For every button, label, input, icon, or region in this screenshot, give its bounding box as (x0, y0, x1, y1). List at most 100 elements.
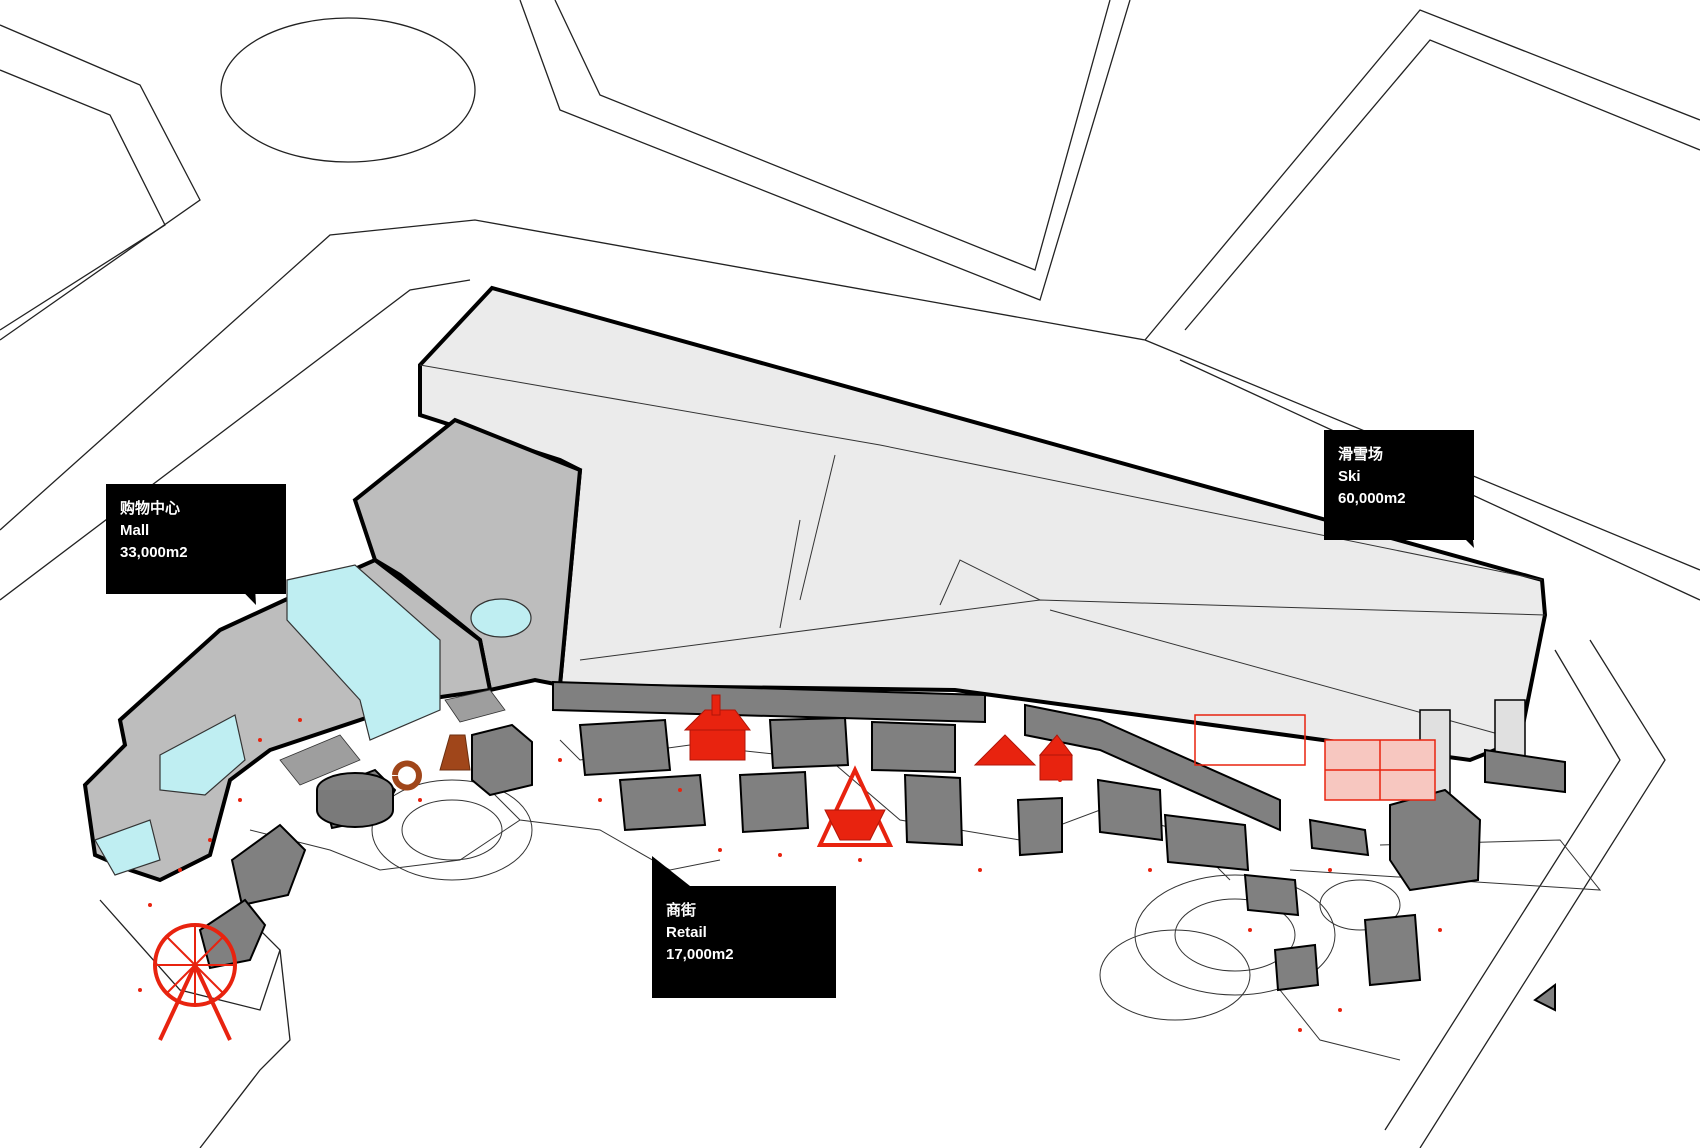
ski-crease-5 (939, 559, 1041, 606)
right-plaza-circle-outer (1134, 874, 1336, 996)
retail-block-p (1273, 943, 1320, 992)
ferris-wheel (153, 923, 237, 1041)
ski-crease-4 (779, 519, 801, 629)
person (258, 738, 262, 742)
retail-label-en: Retail (666, 924, 707, 941)
retail-block-o (1363, 913, 1422, 987)
person (1438, 928, 1442, 932)
retail-block-j (1163, 813, 1250, 872)
carousel-2-base (1039, 754, 1073, 781)
terrace-2 (444, 689, 506, 723)
retail-block-i (1096, 778, 1164, 842)
road-edge-left-upper (0, 219, 1146, 531)
site-boundary-right (1384, 649, 1621, 1131)
sports-court (1324, 739, 1436, 801)
retail-street-edge-2 (489, 789, 721, 871)
retail-block-k (1243, 873, 1300, 917)
playground-area (1194, 714, 1306, 766)
person (418, 798, 422, 802)
road-block-top-middle (519, 0, 1131, 301)
tent-1-shape (973, 734, 1037, 766)
person (1338, 1008, 1342, 1012)
swing-ride-frame (816, 765, 894, 847)
retail-block-l (1308, 818, 1370, 857)
retail-block-f (871, 720, 956, 774)
retail-label-area: 17,000m2 (666, 946, 734, 963)
tent-1 (973, 734, 1037, 766)
fountain-circle (1099, 929, 1251, 1021)
retail-block-n (1484, 748, 1566, 794)
retail-callout-tail (652, 856, 690, 886)
crowd (138, 718, 1442, 1032)
mall-glass-atrium (94, 564, 532, 876)
glass-dome (470, 598, 532, 638)
mall-label-area: 33,000m2 (120, 544, 188, 561)
road-block-top-left-outer (0, 24, 201, 341)
glass-atrium-corner (94, 819, 161, 876)
glass-atrium-small (159, 714, 246, 796)
person (298, 718, 302, 722)
person (208, 838, 212, 842)
retail-blocks (198, 680, 1566, 1012)
retail-callout: 商街 Retail 17,000m2 (652, 886, 836, 998)
terrace-1 (279, 734, 361, 786)
mall-label-en: Mall (120, 522, 150, 539)
retail-block-b (578, 718, 672, 777)
ski-callout: 滑雪场 Ski 60,000m2 (1324, 430, 1474, 540)
person (178, 868, 182, 872)
left-plaza-circle (401, 799, 503, 861)
left-plaza-circle-outer (371, 779, 533, 881)
small-plaza-circle (1319, 879, 1401, 931)
swing-ride (816, 765, 894, 847)
person (1248, 928, 1252, 932)
person (778, 853, 782, 857)
right-plaza-lower (1279, 989, 1401, 1061)
person (718, 848, 722, 852)
mall-label-cn: 购物中心 (120, 500, 181, 517)
cylinder-body (316, 790, 394, 828)
bear-sculpture (439, 734, 471, 771)
person (238, 798, 242, 802)
left-plaza-edge (249, 819, 521, 871)
retail-block-d (738, 770, 810, 834)
mall-callout: 购物中心 Mall 33,000m2 (106, 484, 286, 594)
attractions (153, 694, 1436, 1041)
swing-ride-boat (824, 809, 886, 841)
site-boundary-right-outer (1419, 639, 1666, 1148)
carousel-1-base (689, 729, 746, 761)
retail-block-g (903, 773, 964, 847)
person (138, 988, 142, 992)
retail-block-c (618, 773, 707, 832)
person (1148, 868, 1152, 872)
person (1298, 1028, 1302, 1032)
ski-label-cn: 滑雪场 (1338, 446, 1384, 463)
person (598, 798, 602, 802)
retail-label-cn: 商街 (666, 902, 697, 919)
road-block-top-left (0, 69, 166, 331)
roundabout (220, 17, 476, 163)
ski-label-area: 60,000m2 (1338, 490, 1406, 507)
ferris-wheel-spokes (155, 925, 235, 1005)
carousel-1 (683, 694, 751, 761)
ski-label-en: Ski (1338, 468, 1361, 485)
retail-block-r (230, 823, 307, 907)
retail-row-top (552, 680, 986, 724)
person (858, 858, 862, 862)
ski-crease-1 (419, 364, 1543, 581)
ring-sculpture (392, 760, 422, 791)
cylinder-pavilion (316, 772, 394, 828)
road-block-top-right (1144, 9, 1700, 341)
person (1328, 868, 1332, 872)
sports-court-lines (1325, 740, 1435, 800)
retail-block-e (768, 716, 850, 770)
playground (1194, 714, 1306, 766)
retail-block-h (1016, 796, 1063, 857)
retail-block-t (1533, 983, 1556, 1012)
person (1058, 778, 1062, 782)
person (978, 868, 982, 872)
site-boundary-bottom-left (199, 949, 291, 1148)
road-block-top-right-inner (1184, 39, 1700, 331)
person (558, 758, 562, 762)
ski-crease-3 (799, 454, 836, 601)
